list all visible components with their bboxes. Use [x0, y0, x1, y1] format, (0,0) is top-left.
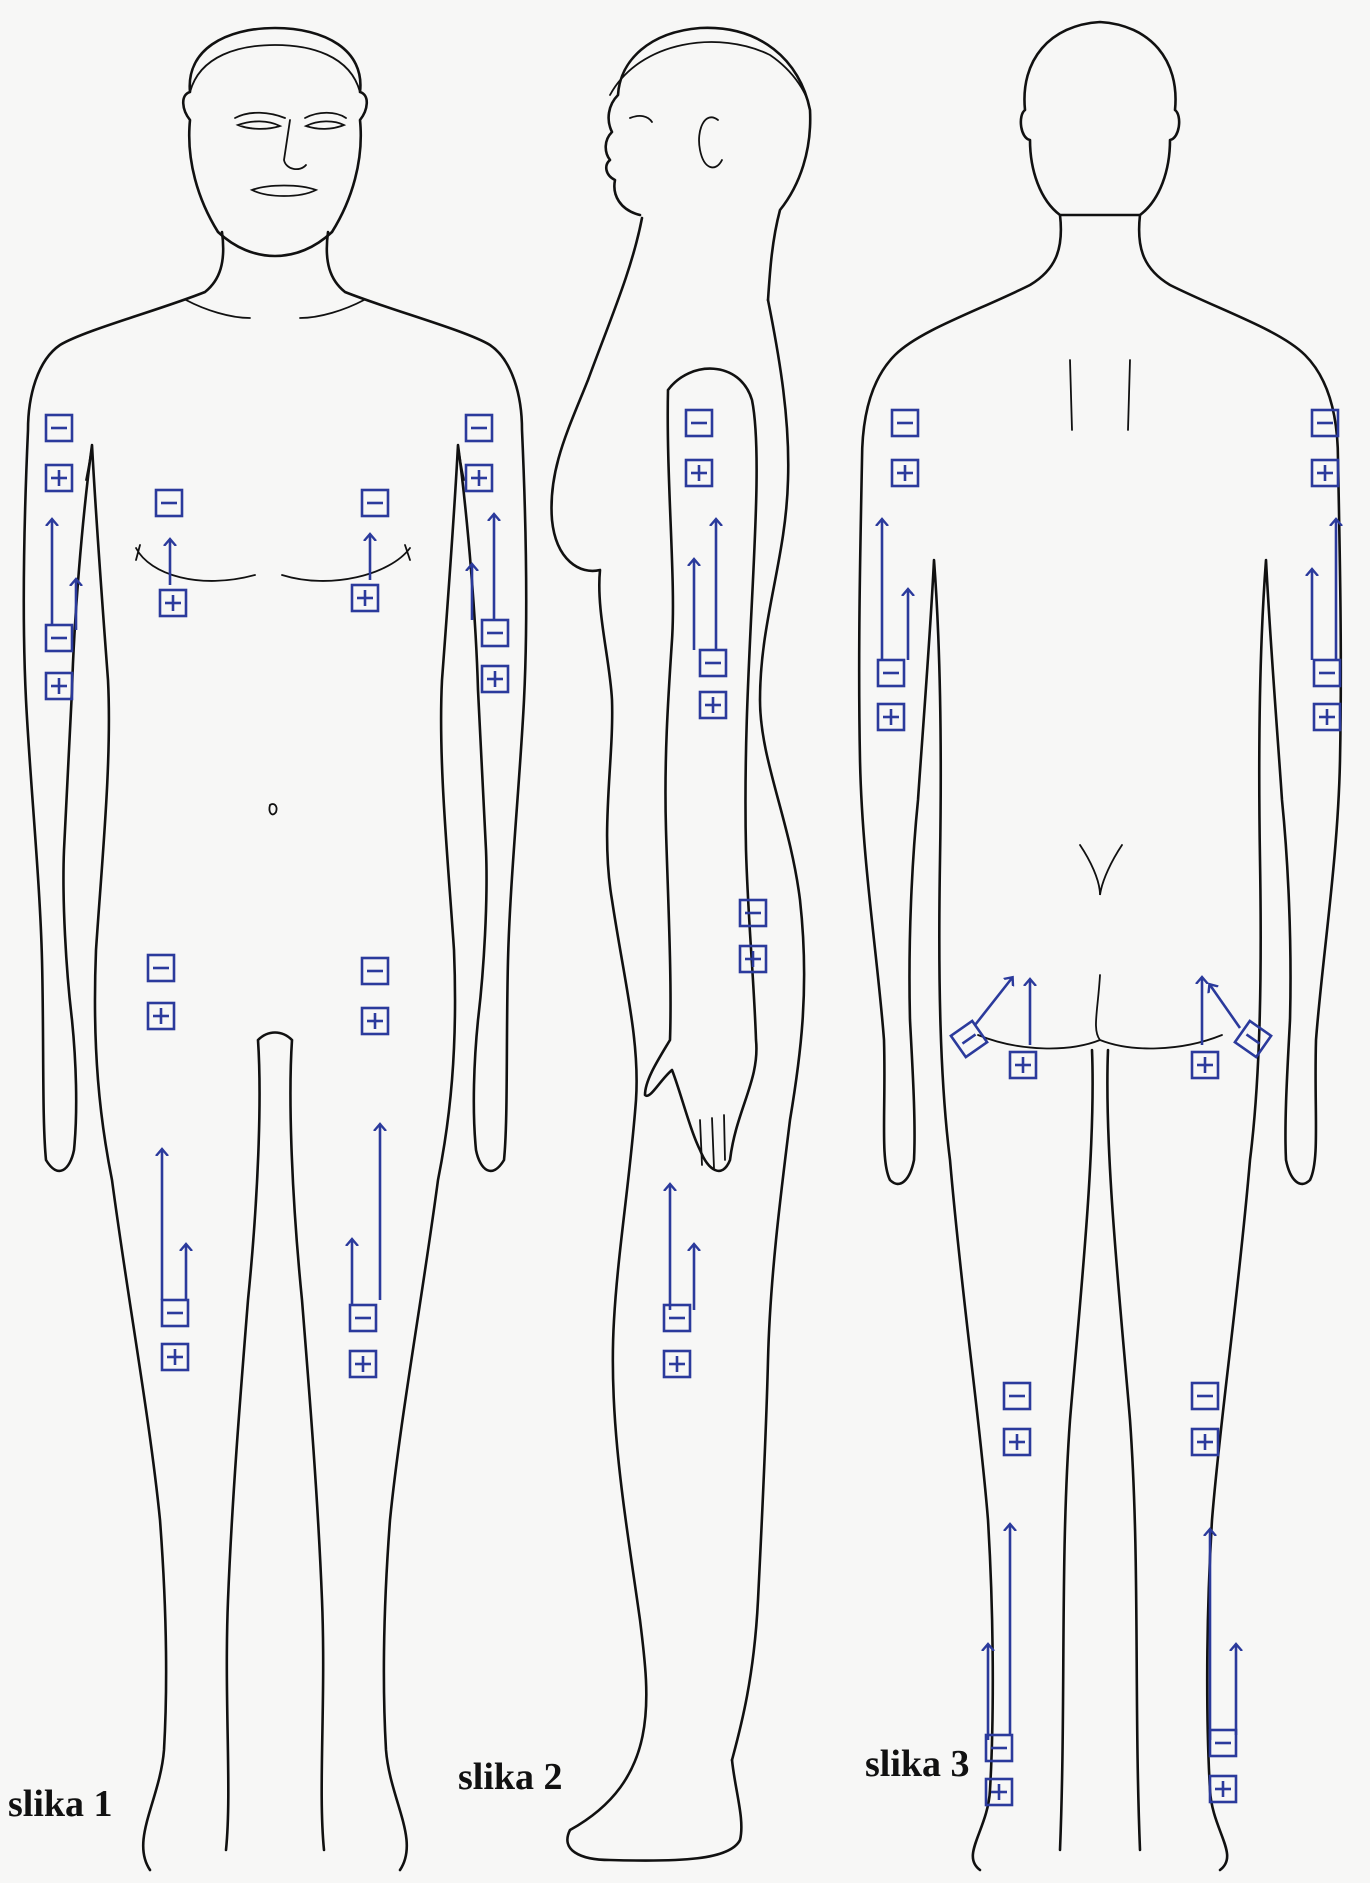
- back-view-figure: [859, 22, 1341, 1870]
- back-right-calf-negative-electrode: [1004, 1383, 1030, 1409]
- back-right-buttock-negative-electrode: [951, 1021, 987, 1057]
- front-left-chest-negative-electrode: [362, 490, 388, 516]
- back-left-buttock-positive-electrode: [1192, 1052, 1218, 1078]
- front-right-forearm-positive-electrode: [46, 673, 72, 699]
- back-body-outline-right: [1139, 215, 1341, 1870]
- back-buttocks-line: [978, 845, 1222, 1048]
- front-right-upper-arm-negative-electrode: [46, 415, 72, 441]
- back-left-forearm-positive-electrode: [1314, 704, 1340, 730]
- front-view-figure: [24, 28, 526, 1870]
- front-left-shin-negative-electrode: [350, 1305, 376, 1331]
- front-right-forearm-negative-electrode: [46, 625, 72, 651]
- back-right-forearm-negative-electrode: [878, 660, 904, 686]
- figure-label-slika-1: slika 1: [8, 1785, 113, 1823]
- front-inner-legs: [226, 1033, 324, 1851]
- figure-label-slika-2: slika 2: [458, 1758, 563, 1796]
- front-right-thigh-positive-electrode: [148, 1003, 174, 1029]
- side-upper-arm-positive-electrode: [686, 460, 712, 486]
- front-right-shin-positive-electrode: [162, 1344, 188, 1370]
- back-right-buttock-diagonal-arrow: [975, 978, 1012, 1025]
- back-left-calf-positive-electrode: [1192, 1429, 1218, 1455]
- side-thigh-negative-electrode: [740, 900, 766, 926]
- figure-label-slika-3: slika 3: [865, 1745, 970, 1783]
- back-right-forearm-positive-electrode: [878, 704, 904, 730]
- side-shin-negative-electrode: [664, 1305, 690, 1331]
- back-right-buttock-positive-electrode: [1010, 1052, 1036, 1078]
- back-left-ankle-positive-electrode: [1210, 1776, 1236, 1802]
- front-torso-outline-right: [327, 232, 526, 1870]
- front-left-forearm-positive-electrode: [482, 666, 508, 692]
- front-left-upper-arm-positive-electrode: [466, 465, 492, 491]
- side-ear: [699, 117, 722, 167]
- side-view-figure: [551, 28, 810, 1861]
- front-right-thigh-negative-electrode: [148, 955, 174, 981]
- side-arm: [645, 369, 757, 1171]
- front-face-features: [235, 113, 346, 196]
- side-forearm-negative-electrode: [700, 650, 726, 676]
- front-right-shin-negative-electrode: [162, 1300, 188, 1326]
- front-left-forearm-negative-electrode: [482, 620, 508, 646]
- side-head-outline: [606, 28, 810, 300]
- current-arrows-layer: [52, 515, 1336, 1740]
- back-inner-legs: [1060, 1050, 1140, 1850]
- side-upper-arm-negative-electrode: [686, 410, 712, 436]
- back-head-outline: [1021, 22, 1179, 215]
- back-right-calf-positive-electrode: [1004, 1429, 1030, 1455]
- side-body-back: [732, 300, 804, 1760]
- front-left-upper-arm-negative-electrode: [466, 415, 492, 441]
- front-left-shin-positive-electrode: [350, 1351, 376, 1377]
- front-right-chest-positive-electrode: [160, 590, 186, 616]
- front-left-chest-positive-electrode: [352, 585, 378, 611]
- side-forearm-positive-electrode: [700, 692, 726, 718]
- back-left-ankle-negative-electrode: [1210, 1730, 1236, 1756]
- front-right-upper-arm-positive-electrode: [46, 465, 72, 491]
- back-right-upper-arm-negative-electrode: [892, 410, 918, 436]
- front-left-thigh-negative-electrode: [362, 958, 388, 984]
- back-left-buttock-diagonal-arrow: [1210, 985, 1240, 1028]
- front-left-thigh-positive-electrode: [362, 1008, 388, 1034]
- back-right-upper-arm-positive-electrode: [892, 460, 918, 486]
- back-left-calf-negative-electrode: [1192, 1383, 1218, 1409]
- back-left-forearm-negative-electrode: [1314, 660, 1340, 686]
- side-shin-positive-electrode: [664, 1351, 690, 1377]
- back-right-ankle-negative-electrode: [986, 1735, 1012, 1761]
- front-right-chest-negative-electrode: [156, 490, 182, 516]
- back-left-upper-arm-positive-electrode: [1312, 460, 1338, 486]
